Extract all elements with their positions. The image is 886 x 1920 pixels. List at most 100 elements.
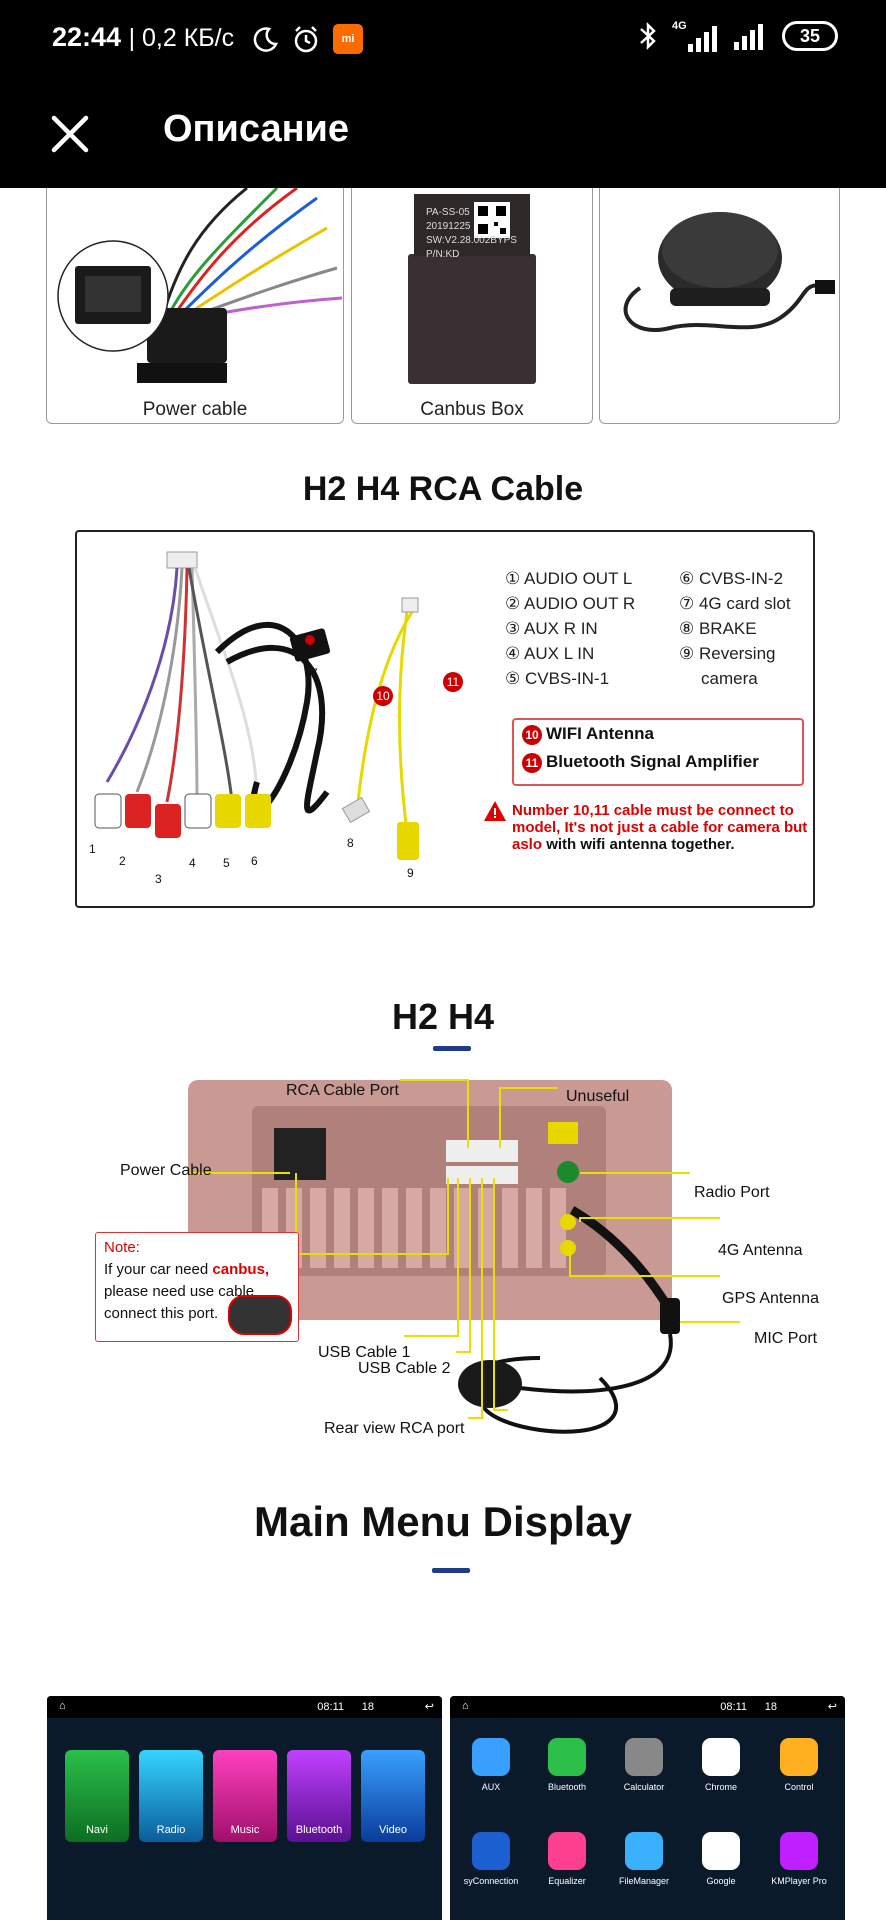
app-control-icon[interactable] xyxy=(780,1738,818,1776)
usb-cable-2-label: USB Cable 2 xyxy=(358,1360,451,1377)
screen-time: 08:11 xyxy=(317,1701,344,1713)
rca-port-list-right: ⑥ CVBS-IN-2 ⑦ 4G card slot ⑧ BRAKE ⑨ Rev… xyxy=(679,569,791,688)
app-aux-label: AUX xyxy=(481,1782,501,1792)
menu-title-underline xyxy=(432,1568,470,1573)
radio-port-label: Radio Port xyxy=(694,1184,770,1201)
screen-status-bar: ⌂ 08:11 18 ↩ xyxy=(450,1696,845,1718)
app-easyconnection-icon[interactable] xyxy=(472,1832,510,1870)
screen-time: 08:11 xyxy=(720,1701,747,1713)
rca-plugs xyxy=(94,793,271,838)
canbus-note: Note: If your car need canbus, please ne… xyxy=(95,1232,299,1342)
app-calculator-label: Calculator xyxy=(623,1782,665,1792)
badge-11: 11 xyxy=(522,752,542,773)
app-kmplayer-icon[interactable] xyxy=(780,1832,818,1870)
badge-10: 10 xyxy=(373,686,393,706)
app-bluetooth-icon[interactable] xyxy=(548,1738,586,1776)
mic-port-label: MIC Port xyxy=(754,1330,818,1347)
note-line-1: If your car need canbus, xyxy=(104,1261,270,1278)
app-filemanager-icon[interactable] xyxy=(625,1832,663,1870)
battery-icon: 35 xyxy=(782,21,838,51)
tile-navi[interactable] xyxy=(65,1750,129,1842)
power-cable-caption: Power cable xyxy=(142,399,248,420)
tile-video-label: Video xyxy=(379,1824,407,1836)
status-time: 22:44 | 0,2 КБ/с xyxy=(52,22,235,52)
power-cable-card: Power cable xyxy=(46,188,344,424)
rear-view-rca-label: Rear view RCA port xyxy=(324,1420,465,1437)
tile-bluetooth[interactable] xyxy=(287,1750,351,1842)
signal-icon xyxy=(734,24,763,50)
note-line-2: please need use cable xyxy=(104,1283,255,1300)
rca-cable-port-label: RCA Cable Port xyxy=(286,1082,399,1099)
tile-bluetooth-label: Bluetooth xyxy=(295,1824,343,1836)
tile-radio-label: Radio xyxy=(156,1824,186,1836)
screen-volume: 18 xyxy=(764,1701,777,1713)
app-chrome-label: Chrome xyxy=(704,1782,737,1792)
page-title: Описание xyxy=(163,108,350,150)
app-kmplayer-label: KMPlayer Pro xyxy=(771,1876,827,1886)
head-unit-back-image xyxy=(188,1079,740,1434)
plug-number-8: 8 xyxy=(347,836,354,850)
plug-number-9: 9 xyxy=(407,866,414,880)
note-line-3: connect this port. xyxy=(104,1305,219,1322)
plug-number-7: 7 xyxy=(311,666,318,680)
main-menu-screenshot-1: ⌂ 08:11 18 ↩ Navi Radio Music Bluetooth … xyxy=(47,1696,442,1920)
cable-warning-text: Number 10,11 cable must be connect to mo… xyxy=(512,802,808,853)
ports-title-underline xyxy=(433,1046,471,1051)
plug-number-3: 3 xyxy=(155,872,162,886)
canbus-box-caption: Canbus Box xyxy=(420,399,524,420)
plug-number-6: 6 xyxy=(251,854,258,868)
close-button[interactable] xyxy=(40,104,100,164)
app-google-icon[interactable] xyxy=(702,1832,740,1870)
main-menu-screenshot-2: ⌂ 08:11 18 ↩ AUX Bluetooth Calculator Ch… xyxy=(450,1696,845,1920)
plug-number-2: 2 xyxy=(119,854,126,868)
back-icon: ↩ xyxy=(827,1701,837,1713)
badge-10: 10 xyxy=(522,724,542,745)
app-easyconnection-label: syConnection xyxy=(463,1876,519,1886)
alarm-icon xyxy=(294,26,318,53)
app-filemanager-label: FileManager xyxy=(618,1876,670,1886)
mi-icon: mi xyxy=(333,24,363,54)
usb-cable-1-label: USB Cable 1 xyxy=(318,1344,411,1361)
tile-music-label: Music xyxy=(230,1824,260,1836)
app-calculator-icon[interactable] xyxy=(625,1738,663,1776)
app-chrome-icon[interactable] xyxy=(702,1738,740,1776)
canbus-box-image xyxy=(408,194,536,384)
menu-section-title: Main Menu Display xyxy=(253,1498,633,1545)
status-icons: 4G 35 xyxy=(638,20,838,52)
screen-volume: 18 xyxy=(361,1701,374,1713)
close-icon xyxy=(51,115,89,153)
app-google-label: Google xyxy=(706,1876,736,1886)
tile-video[interactable] xyxy=(361,1750,425,1842)
bluetooth-icon xyxy=(640,21,656,51)
app-bar: Описание xyxy=(0,80,886,188)
plug-number-4: 4 xyxy=(189,856,196,870)
tile-navi-label: Navi xyxy=(85,1824,108,1836)
status-bar: 22:44 | 0,2 КБ/с mi 4G 35 xyxy=(0,0,886,80)
app-equalizer-icon[interactable] xyxy=(548,1832,586,1870)
power-cable-label: Power Cable xyxy=(120,1162,212,1179)
tile-music[interactable] xyxy=(213,1750,277,1842)
note-head: Note: xyxy=(104,1239,140,1256)
badge-11: 11 xyxy=(443,672,463,692)
ports-section-title: H2 H4 xyxy=(391,996,495,1037)
rca-port-list-left: ① AUDIO OUT L ② AUDIO OUT R ③ AUX R IN ④… xyxy=(505,569,636,688)
home-icon: ⌂ xyxy=(462,1700,469,1712)
gps-antenna-label: GPS Antenna xyxy=(722,1290,819,1307)
note-connector-image xyxy=(228,1295,292,1335)
rca-diagram: 1 2 3 4 5 6 7 8 9 10 11 ① AUDIO OUT L ② … xyxy=(75,530,815,908)
app-aux-icon[interactable] xyxy=(472,1738,510,1776)
microphone-card xyxy=(599,188,840,424)
home-icon: ⌂ xyxy=(59,1700,66,1712)
4g-antenna-label: 4G Antenna xyxy=(718,1242,803,1259)
tile-radio[interactable] xyxy=(139,1750,203,1842)
plug-number-5: 5 xyxy=(223,856,230,870)
moon-icon xyxy=(253,27,278,52)
rca-section-title: H2 H4 RCA Cable xyxy=(302,470,584,508)
microphone-image xyxy=(623,212,835,332)
app-equalizer-label: Equalizer xyxy=(548,1876,586,1886)
screen-status-bar: ⌂ 08:11 18 ↩ xyxy=(47,1696,442,1718)
